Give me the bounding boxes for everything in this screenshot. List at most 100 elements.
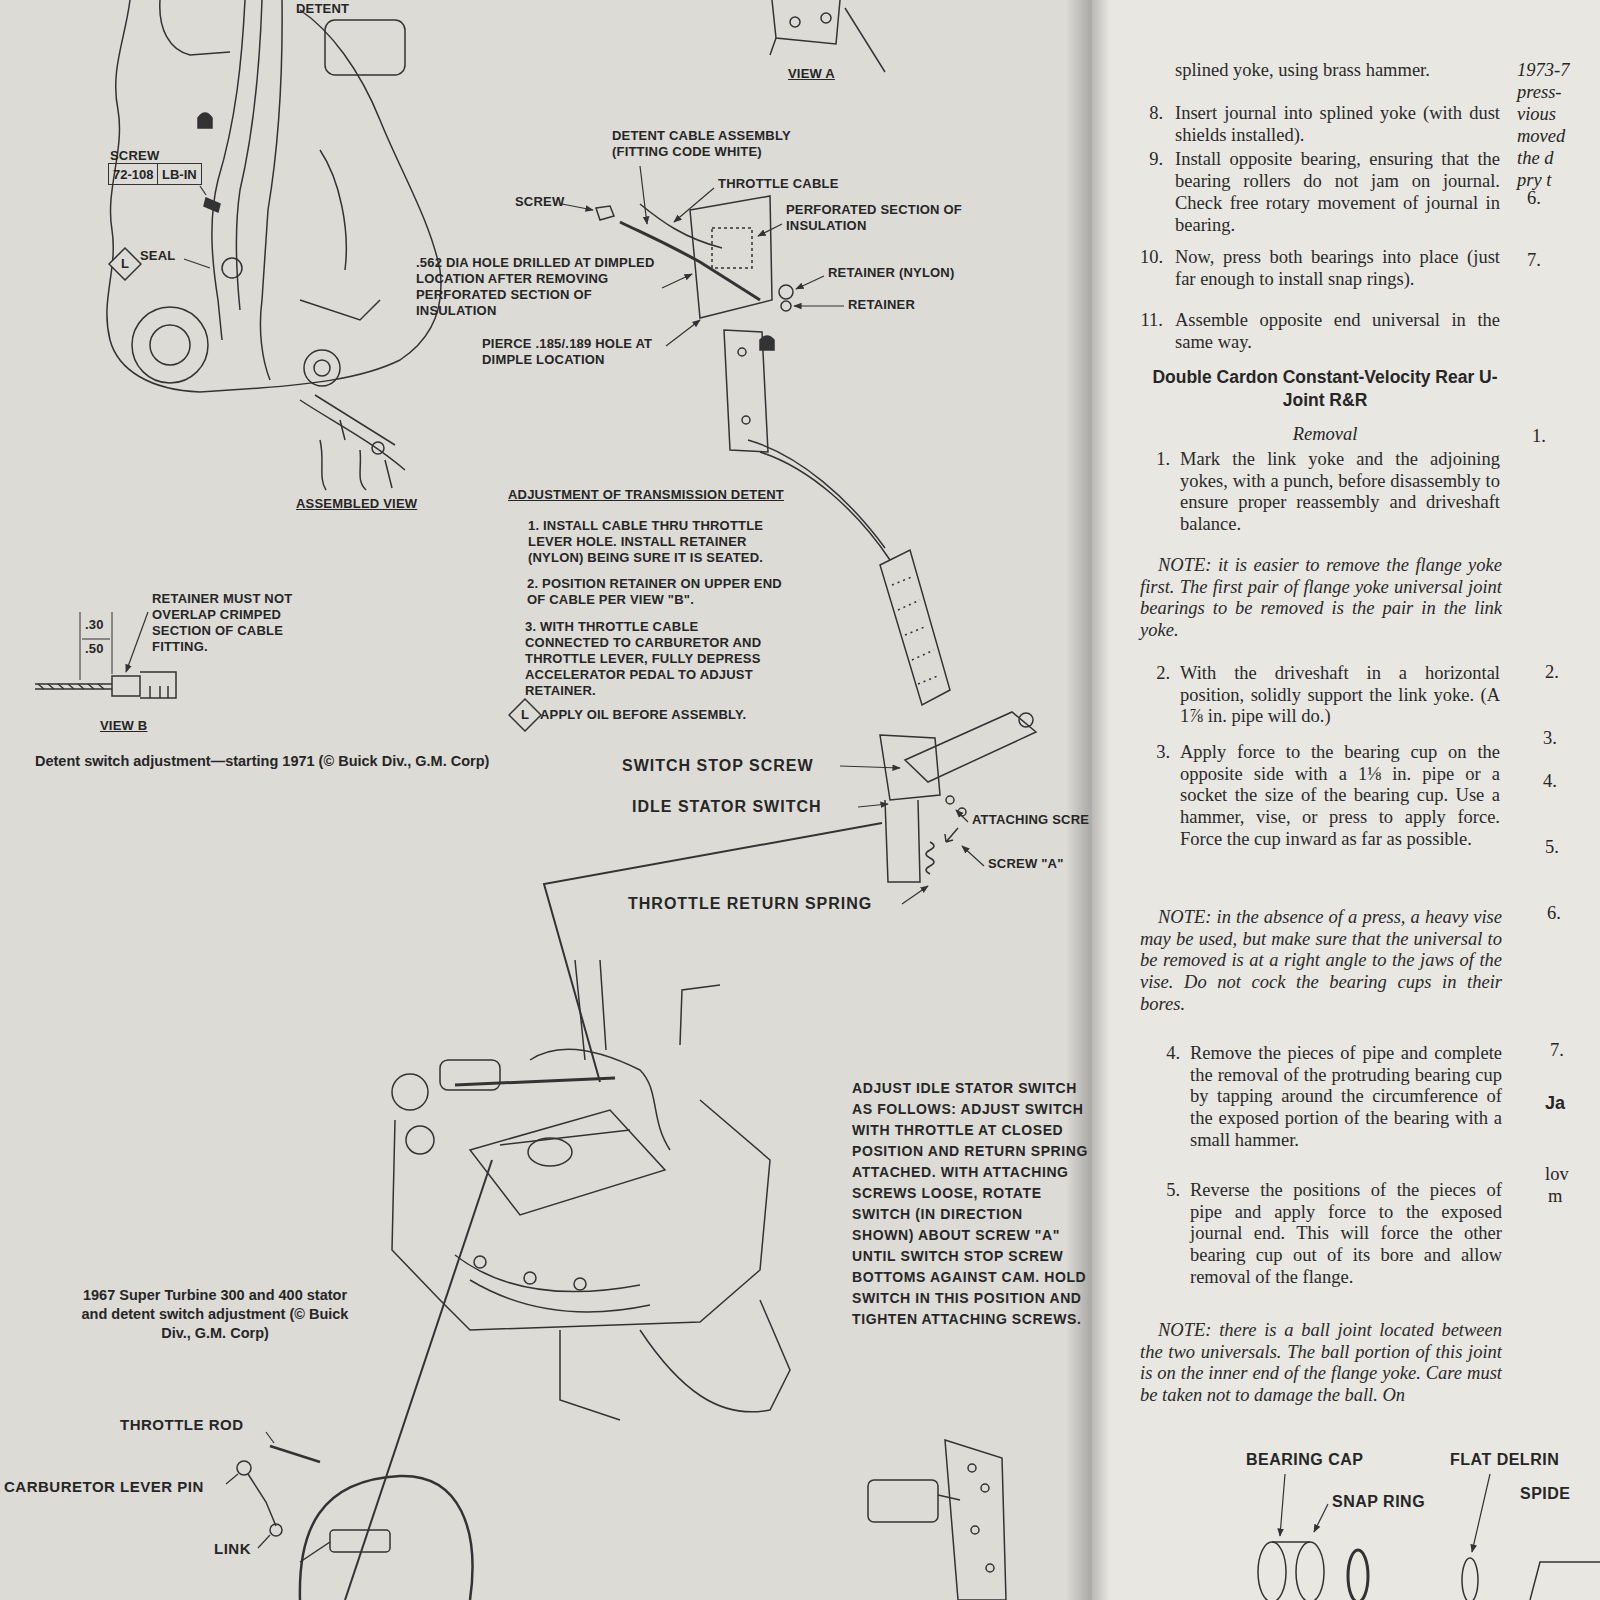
u-joint-parts-sketch: [1530, 1562, 1600, 1600]
view-title: ASSEMBLED VIEW: [296, 496, 436, 512]
step-number: 1.: [1125, 449, 1170, 471]
part-label: SNAP RING: [1332, 1492, 1452, 1511]
callout-label: THROTTLE RETURN SPRING: [628, 894, 918, 913]
leader-line: [794, 305, 844, 306]
step-number: 1.: [1532, 426, 1572, 448]
figure-caption: Detent switch adjustment—starting 1971 (…: [35, 752, 595, 771]
part-label: SPIDE: [1520, 1484, 1592, 1503]
throttle-rod-sketch: [300, 1542, 330, 1562]
step-number: 4.: [1543, 771, 1583, 793]
instruction-note: APPLY OIL BEFORE ASSEMBLY.: [540, 707, 800, 723]
detent-cable-sketch: [779, 285, 793, 299]
step-number: 7.: [1550, 1040, 1590, 1062]
stator-switch-sketch: [926, 842, 934, 874]
text-fragment: m: [1548, 1186, 1588, 1208]
leader-line: [200, 186, 206, 195]
bracket-sketch: [868, 1440, 1006, 1600]
leader-line: [1472, 1474, 1490, 1552]
figure-caption: 1967 Super Turbine 300 and 400 stator an…: [70, 1286, 360, 1343]
callout-label: ATTACHING SCRE: [972, 812, 1097, 828]
leader-line: [674, 188, 714, 222]
text-fragment: vious: [1517, 104, 1595, 126]
engine-bay-sketch: [260, 0, 282, 380]
paper: [1066, 0, 1110, 1600]
body-text: Insert journal into splined yoke (with d…: [1175, 103, 1500, 146]
part-label: FLAT DELRIN: [1450, 1450, 1595, 1469]
view-a-sketch: [790, 17, 800, 27]
engine-bay-sketch: [260, 10, 441, 388]
body-text: Mark the link yoke and the adjoining yok…: [1180, 449, 1500, 536]
body-text: Now, press both bearings into place (jus…: [1175, 247, 1500, 290]
detent-cable-sketch: [690, 196, 772, 318]
step-number: 6.: [1527, 188, 1567, 210]
dimension-value: .30: [85, 617, 111, 633]
callout-label: SCREW "A": [988, 856, 1088, 872]
oil-symbol-diamond: L: [108, 247, 142, 281]
paper: [1092, 0, 1600, 1600]
text-fragment: press-: [1517, 82, 1595, 104]
engine-sketch: [470, 1110, 665, 1215]
callout-label: RETAINER: [848, 297, 948, 313]
callout-label: SCREW: [110, 148, 180, 164]
engine-bay-sketch: [107, 0, 260, 392]
engine-bay-sketch: [222, 258, 242, 278]
step-number: 2.: [1125, 663, 1170, 685]
stator-switch-sketch: [958, 808, 966, 816]
bracket-sketch: [986, 1564, 994, 1572]
stator-switch-sketch: [946, 796, 954, 804]
engine-bay-sketch: [132, 307, 208, 383]
note-text: NOTE: it is easier to remove the flange …: [1140, 555, 1502, 642]
engine-sketch: [560, 1330, 620, 1420]
leader-line: [962, 846, 984, 866]
step-number: 8.: [1118, 103, 1163, 125]
leader-line: [1314, 1504, 1328, 1532]
subheading: Removal: [1140, 424, 1510, 446]
leader-line: [956, 810, 968, 822]
view-b-sketch: [35, 684, 112, 689]
engine-bay-sketch: [300, 300, 380, 320]
view-a-sketch: [821, 13, 831, 23]
leader-line: [640, 166, 647, 224]
u-joint-parts-sketch: [1462, 1558, 1478, 1600]
text-fragment: moved: [1517, 126, 1595, 148]
detent-cable-sketch: [724, 330, 768, 452]
body-text: splined yoke, using brass hammer.: [1175, 60, 1500, 82]
engine-bay-sketch: [204, 198, 220, 212]
callout-label: DETENT CABLE ASSEMBLY (FITTING CODE WHIT…: [612, 128, 827, 160]
stator-switch-sketch: [905, 712, 1036, 782]
torque-spec-box: 72-108: [108, 163, 158, 185]
instruction-heading: ADJUSTMENT OF TRANSMISSION DETENT: [508, 487, 828, 503]
throttle-rod-sketch: [270, 1524, 282, 1536]
engine-sketch: [392, 1100, 770, 1330]
leader-line: [226, 1474, 238, 1484]
bracket-sketch: [981, 1484, 989, 1492]
u-joint-parts-sketch: [1296, 1542, 1324, 1600]
step-number: 3.: [1125, 742, 1170, 764]
detent-cable-sketch: [781, 301, 791, 311]
view-a-sketch: [772, 0, 840, 44]
leader-line: [184, 259, 210, 268]
throttle-rod-sketch: [270, 1446, 320, 1462]
instruction-step: 1. INSTALL CABLE THRU THROTTLE LEVER HOL…: [528, 518, 803, 566]
body-text: Apply force to the bearing cup on the op…: [1180, 742, 1500, 851]
detent-cable-sketch: [640, 204, 722, 248]
u-joint-parts-sketch: [1258, 1542, 1286, 1600]
step-number: 6.: [1547, 903, 1587, 925]
note-text: NOTE: in the absence of a press, a heavy…: [1140, 907, 1502, 1016]
leader-line: [858, 804, 888, 807]
engine-bay-sketch: [150, 325, 190, 365]
callout-label: RETAINER (NYLON): [828, 265, 988, 281]
engine-sketch: [530, 1049, 670, 1150]
assembled-view-sketch: [320, 440, 392, 490]
text-fragment: 1973-7: [1517, 60, 1595, 82]
instruction-step: 2. POSITION RETAINER ON UPPER END OF CAB…: [527, 576, 787, 608]
step-number: 2.: [1545, 662, 1585, 684]
u-joint-parts-sketch: [1272, 1542, 1310, 1600]
assembled-view-sketch: [314, 360, 330, 376]
leader-line: [758, 224, 782, 236]
callout-label: PIERCE .185/.189 HOLE AT DIMPLE LOCATION: [482, 336, 662, 368]
engine-bay-sketch: [325, 20, 405, 75]
callout-label: SEAL: [140, 248, 200, 264]
step-number: 3.: [1543, 728, 1583, 750]
